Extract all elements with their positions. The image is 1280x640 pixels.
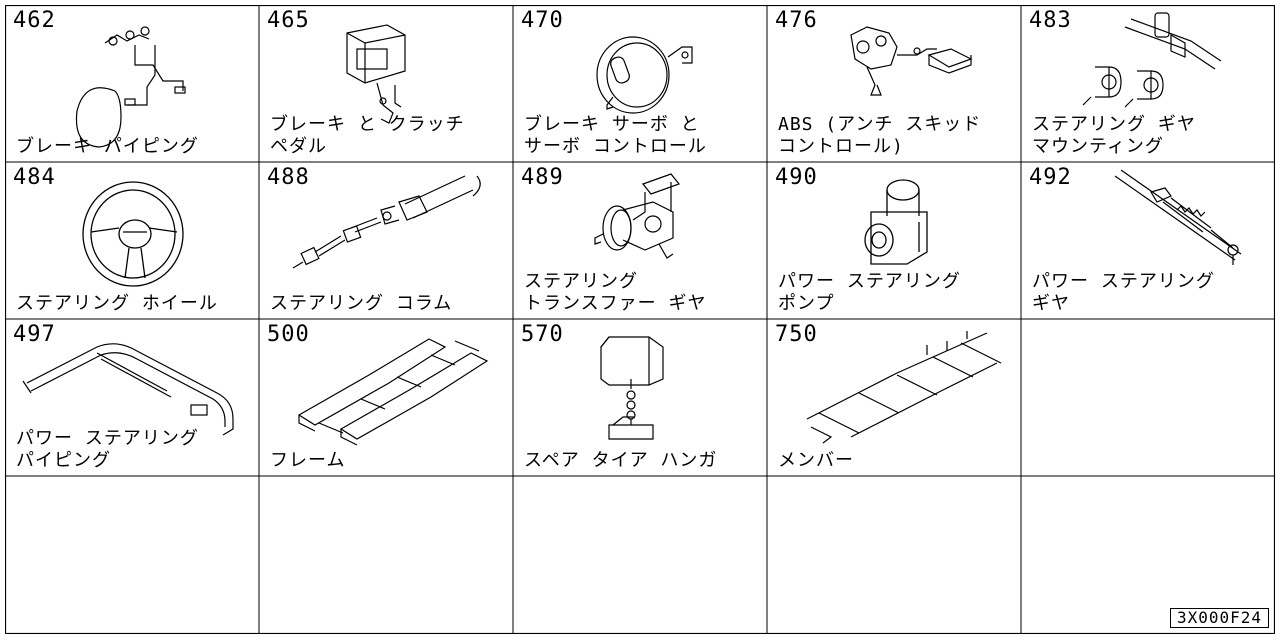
part-label: ブレーキ と クラッチ ペダル	[270, 114, 465, 157]
member-icon	[806, 331, 1002, 444]
part-label: スペア タイア ハンガ	[524, 450, 718, 471]
part-number: 492	[1029, 165, 1072, 190]
brake-piping-icon	[75, 26, 186, 148]
part-number: 470	[521, 8, 564, 33]
cell-empty-18	[513, 476, 767, 634]
abs-unit-icon	[850, 26, 973, 96]
cell-empty-15	[1021, 319, 1275, 476]
part-number: 465	[267, 8, 310, 33]
cell-489[interactable]: 489 ステアリング トランスファー ギヤ	[513, 162, 767, 319]
part-number: 497	[13, 322, 56, 347]
part-number: 489	[521, 165, 564, 190]
part-label: ABS (アンチ スキッド コントロール)	[778, 114, 982, 157]
part-label: ブレーキ サーボ と サーボ コントロール	[524, 114, 707, 157]
brake-clutch-pedal-icon	[346, 24, 406, 124]
part-label: パワー ステアリング ポンプ	[778, 271, 961, 314]
part-label: メンバー	[778, 450, 854, 471]
cell-476[interactable]: 476 ABS (アンチ スキッド コントロール)	[767, 5, 1021, 162]
part-label: パワー ステアリング パイピング	[16, 428, 199, 471]
power-steering-gear-icon	[1114, 169, 1242, 265]
cell-465[interactable]: 465 ブレーキ と クラッチ ペダル	[259, 5, 513, 162]
cell-empty-16	[5, 476, 259, 634]
cell-483[interactable]: 483 ステアリング ギヤ マウンティング	[1021, 5, 1275, 162]
cell-750[interactable]: 750 メンバー	[767, 319, 1021, 476]
part-label: ステアリング コラム	[270, 293, 453, 314]
diagram-code: 3X000F24	[1169, 608, 1269, 628]
part-number: 483	[1029, 8, 1072, 33]
cell-empty-19	[767, 476, 1021, 634]
cell-470[interactable]: 470 ブレーキ サーボ と サーボ コントロール	[513, 5, 767, 162]
steering-wheel-icon	[82, 181, 184, 287]
cell-500[interactable]: 500 フレーム	[259, 319, 513, 476]
grid-lines	[5, 5, 1275, 634]
parts-index-grid: 462 ブレーキ パイピング 465 ブレーキ と クラッチ ペダル 470	[5, 5, 1275, 634]
part-label: ステアリング トランスファー ギヤ	[524, 271, 707, 314]
cell-488[interactable]: 488 ステアリング コラム	[259, 162, 513, 319]
steering-column-icon	[292, 175, 481, 269]
cell-490[interactable]: 490 パワー ステアリング ポンプ	[767, 162, 1021, 319]
steering-gear-mounting-icon	[1082, 12, 1222, 108]
power-steering-pump-icon	[864, 179, 928, 265]
cell-empty-17	[259, 476, 513, 634]
cell-484[interactable]: 484 ステアリング ホイール	[5, 162, 259, 319]
part-label: パワー ステアリング ギヤ	[1032, 271, 1215, 314]
part-label: ステアリング ギヤ マウンティング	[1032, 114, 1196, 157]
cell-462[interactable]: 462 ブレーキ パイピング	[5, 5, 259, 162]
part-number: 476	[775, 8, 818, 33]
cell-570[interactable]: 570 スペア タイア ハンガ	[513, 319, 767, 476]
part-number: 490	[775, 165, 818, 190]
steering-transfer-gear-icon	[594, 173, 680, 259]
part-number: 462	[13, 8, 56, 33]
brake-servo-icon	[596, 36, 693, 114]
part-number: 484	[13, 165, 56, 190]
part-number: 488	[267, 165, 310, 190]
part-number: 570	[521, 322, 564, 347]
cell-497[interactable]: 497 パワー ステアリング パイピング	[5, 319, 259, 476]
power-steering-piping-icon	[22, 343, 234, 436]
cell-492[interactable]: 492 パワー ステアリング ギヤ	[1021, 162, 1275, 319]
spare-tire-hanger-icon	[600, 336, 664, 440]
part-label: ブレーキ パイピング	[16, 136, 199, 157]
part-label: フレーム	[270, 450, 346, 471]
part-number: 500	[267, 322, 310, 347]
part-label: ステアリング ホイール	[16, 293, 218, 314]
part-number: 750	[775, 322, 818, 347]
frame-icon	[297, 338, 489, 446]
